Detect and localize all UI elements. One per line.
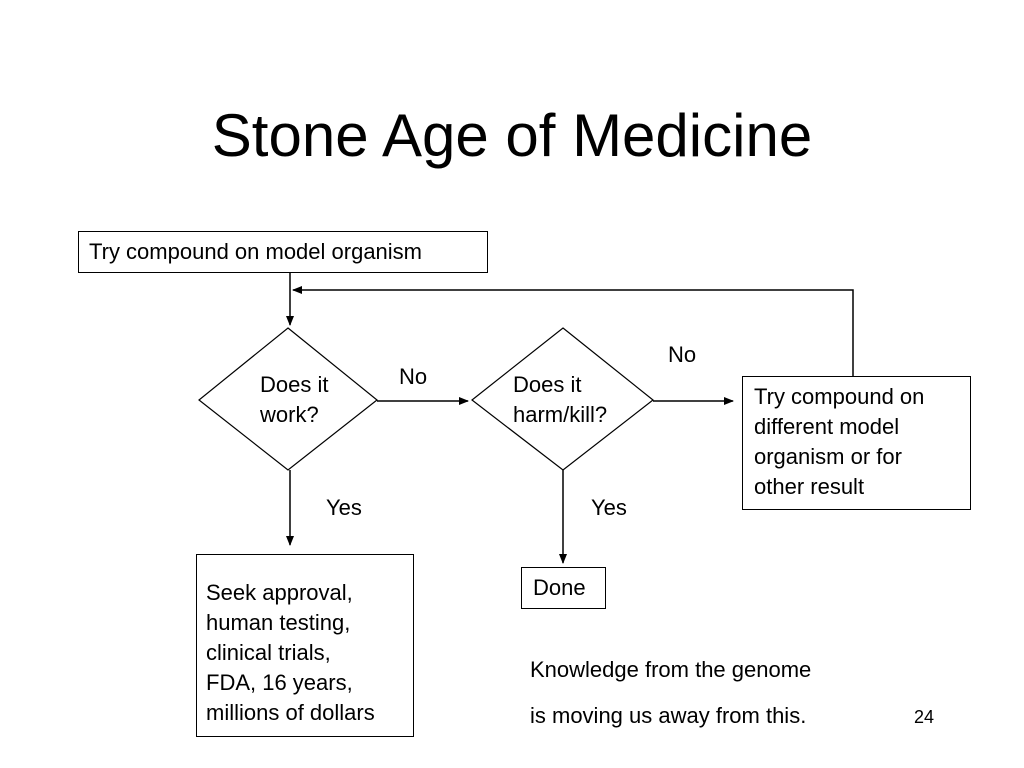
decision-work-line2: work? — [260, 402, 319, 427]
approval-line-2: human testing, — [206, 610, 351, 635]
retry-box: Try compound on different model organism… — [742, 376, 971, 510]
approval-box: Seek approval, human testing, clinical t… — [196, 554, 414, 737]
done-box-text: Done — [533, 575, 586, 600]
decision-work-text: Does it work? — [260, 370, 328, 430]
retry-line-2: different model — [754, 414, 900, 439]
start-box: Try compound on model organism — [78, 231, 488, 273]
note-text: Knowledge from the genome is moving us a… — [530, 647, 811, 739]
retry-line-1: Try compound on — [754, 384, 925, 409]
slide-title: Stone Age of Medicine — [211, 102, 813, 169]
decision-work-diamond — [198, 327, 378, 471]
decision-harm-line2: harm/kill? — [513, 402, 608, 427]
retry-line-4: other result — [754, 474, 865, 499]
decision-harm-text: Does it harm/kill? — [513, 370, 607, 430]
note-line-1: Knowledge from the genome — [530, 657, 812, 682]
edge-label-no-2: No — [668, 342, 697, 367]
edge-label-no-1: No — [399, 364, 428, 389]
edge-label-yes-2: Yes — [591, 495, 627, 520]
approval-line-4: FDA, 16 years, — [206, 670, 353, 695]
arrow-retry-loop — [292, 286, 854, 376]
start-box-text: Try compound on model organism — [89, 239, 423, 264]
done-box: Done — [521, 567, 606, 609]
retry-line-3: organism or for — [754, 444, 902, 469]
approval-line-3: clinical trials, — [206, 640, 331, 665]
page-number: 24 — [914, 707, 935, 727]
approval-line-1: Seek approval, — [206, 580, 353, 605]
approval-line-5: millions of dollars — [206, 700, 375, 725]
note-line-2: is moving us away from this. — [530, 703, 807, 728]
edge-label-yes-1: Yes — [326, 495, 362, 520]
decision-work-line1: Does it — [260, 372, 329, 397]
decision-harm-line1: Does it — [513, 372, 582, 397]
